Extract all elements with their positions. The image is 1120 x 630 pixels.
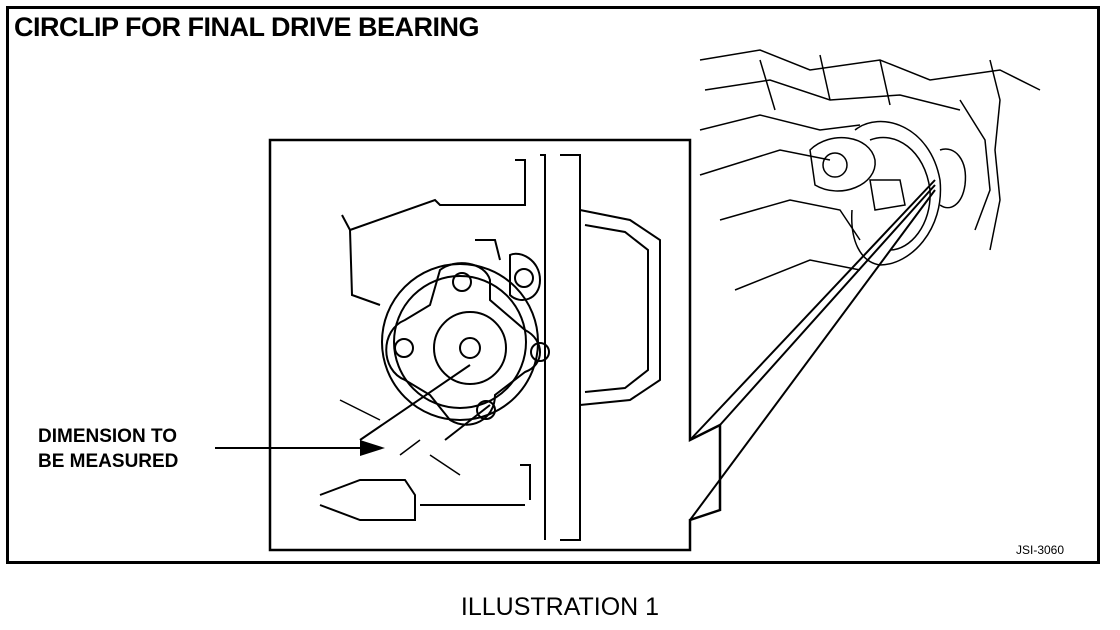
gearbox-sketch <box>699 49 1041 291</box>
dimension-callout: DIMENSION TO BE MEASURED <box>38 424 178 474</box>
reference-code: JSI-3060 <box>1016 543 1065 557</box>
figure-frame <box>6 6 1100 564</box>
figure-caption: ILLUSTRATION 1 <box>460 593 660 621</box>
leader-line-upper <box>689 179 936 441</box>
callout-line-2: BE MEASURED <box>38 451 179 472</box>
callout-arrow <box>215 440 385 456</box>
leader-line-lower <box>689 189 936 521</box>
flange-plate <box>385 262 541 426</box>
dimension-markers <box>339 399 461 476</box>
leader-line-mid <box>719 184 936 426</box>
figure-title: CIRCLIP FOR FINAL DRIVE BEARING <box>14 12 480 42</box>
inset-panel <box>268 138 722 552</box>
callout-line-1: DIMENSION TO <box>38 426 177 447</box>
final-drive-assembly <box>319 154 661 541</box>
